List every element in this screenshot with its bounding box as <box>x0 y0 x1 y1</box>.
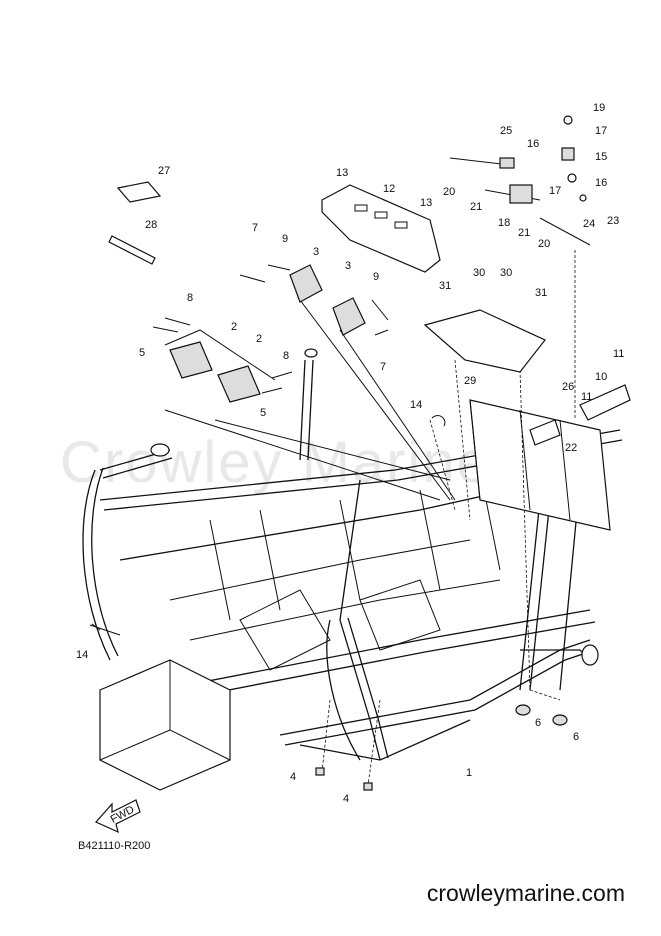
callout-7a: 7 <box>252 222 258 234</box>
grommet-6b <box>552 714 568 726</box>
callout-26: 26 <box>562 381 574 393</box>
leader-lines <box>89 250 576 786</box>
callout-3a: 3 <box>313 246 319 258</box>
fwd-arrow-icon: FWD <box>95 799 141 834</box>
callout-4b: 4 <box>343 793 349 805</box>
callout-30b: 30 <box>500 267 512 279</box>
callout-5b: 5 <box>260 407 266 419</box>
pin-28 <box>108 235 156 265</box>
small-parts <box>91 115 631 791</box>
callout-9a: 9 <box>282 233 288 245</box>
callout-19: 19 <box>593 102 605 114</box>
callout-28: 28 <box>145 219 157 231</box>
clip-4a <box>315 767 325 776</box>
callout-11a: 11 <box>613 348 624 360</box>
callout-21b: 21 <box>518 227 530 239</box>
mount-3a <box>289 264 323 303</box>
callout-2a: 2 <box>231 321 237 333</box>
callout-labels: 1 2 2 3 3 4 4 5 5 6 6 7 7 8 8 9 9 10 11 … <box>76 102 624 805</box>
callout-15: 15 <box>595 151 607 163</box>
bracket-22 <box>529 419 561 446</box>
callout-7b: 7 <box>380 361 386 373</box>
callout-13b: 13 <box>420 197 432 209</box>
callout-31b: 31 <box>535 287 547 299</box>
callout-12: 12 <box>383 183 395 195</box>
main-frame <box>82 348 623 791</box>
callout-16a: 16 <box>527 138 539 150</box>
mount-3b <box>332 297 366 336</box>
callout-6b: 6 <box>573 731 579 743</box>
diagram-code: B421110-R200 <box>78 840 151 852</box>
rod-14 <box>91 623 101 631</box>
mount-2a <box>169 341 213 379</box>
callout-31a: 31 <box>439 280 451 292</box>
watermark: Crowley Marine <box>60 430 491 495</box>
callout-20a: 20 <box>443 186 455 198</box>
callout-14a: 14 <box>410 399 422 411</box>
block-18 <box>509 184 533 204</box>
callout-3b: 3 <box>345 260 351 272</box>
bracket-10 <box>579 384 631 421</box>
bushing-15 <box>561 147 575 161</box>
collar-25 <box>499 157 515 169</box>
callout-4a: 4 <box>290 771 296 783</box>
plate-27 <box>116 181 162 203</box>
clip-14 <box>431 415 446 427</box>
callout-20b: 20 <box>538 238 550 250</box>
mount-2b <box>217 365 261 403</box>
callout-17b: 17 <box>549 185 561 197</box>
callout-27: 27 <box>158 165 170 177</box>
bracket-12 <box>321 184 441 273</box>
callout-21a: 21 <box>470 201 482 213</box>
callout-14b: 14 <box>76 649 88 661</box>
callout-18: 18 <box>498 217 510 229</box>
callout-8a: 8 <box>187 292 193 304</box>
callout-8b: 8 <box>283 350 289 362</box>
callout-30a: 30 <box>473 267 485 279</box>
callout-2b: 2 <box>256 333 262 345</box>
callout-25: 25 <box>500 125 512 137</box>
callout-10: 10 <box>595 371 607 383</box>
callout-9b: 9 <box>373 271 379 283</box>
fwd-label: FWD <box>109 804 137 826</box>
clip-4b <box>363 782 373 791</box>
plate-29 <box>423 309 546 373</box>
callout-1: 1 <box>466 767 472 779</box>
callout-17a: 17 <box>595 125 607 137</box>
callout-24: 24 <box>583 218 595 230</box>
callout-6a: 6 <box>535 717 541 729</box>
callout-13a: 13 <box>336 167 348 179</box>
callout-23: 23 <box>607 215 619 227</box>
website-label: crowleymarine.com <box>426 880 625 906</box>
callout-29: 29 <box>464 375 476 387</box>
callout-5a: 5 <box>139 347 145 359</box>
grommet-6a <box>515 704 531 716</box>
callout-16b: 16 <box>595 177 607 189</box>
callout-11b: 11 <box>581 391 592 403</box>
callout-22: 22 <box>565 442 577 454</box>
